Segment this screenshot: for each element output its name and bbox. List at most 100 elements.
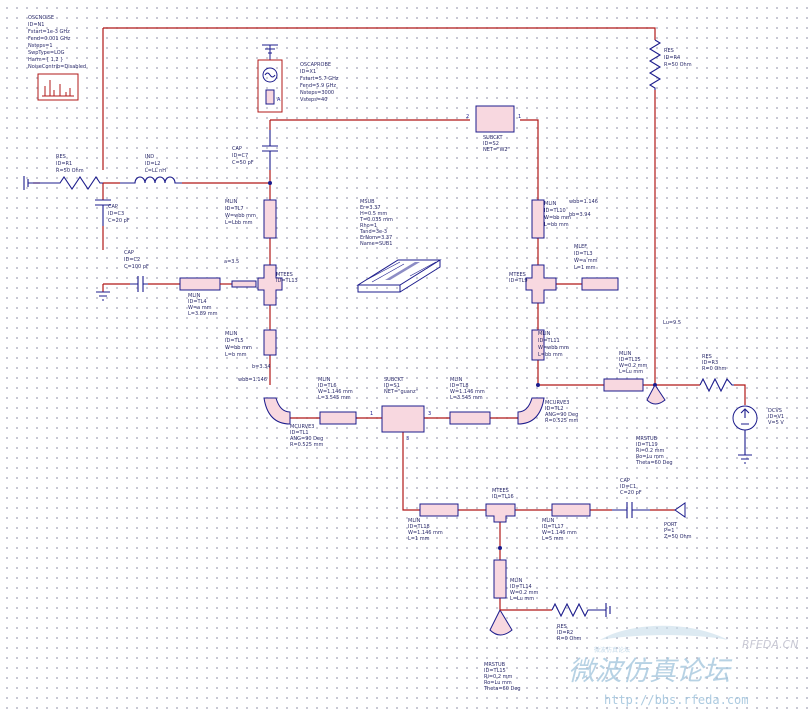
- mlin-tl7[interactable]: MLIN ID=TL7 W=wbb mm L=Lbb mm: [225, 199, 277, 239]
- oscaprobe-text-3: Fend=5.9 GHz: [300, 83, 336, 89]
- mlin-tl17-text-0: MLIN: [542, 518, 555, 524]
- mlin-tl6-text-0: MLIN: [318, 377, 331, 383]
- mlin-body: [319, 411, 357, 425]
- var-wbb-right: wbb=1.146: [569, 199, 598, 205]
- mlin-body: [263, 329, 277, 356]
- mlin-tl17[interactable]: MLIN ID=TL17 W=1.146 mm L=5 mm: [542, 503, 591, 542]
- mtees-tl13-text-1: ID=TL13: [276, 278, 298, 284]
- mlin-tl5[interactable]: MLIN ID=TL5 W=bb mm L=b mm b=3.34 wbb=1.…: [225, 329, 277, 383]
- res-r4[interactable]: RES ID=R4 R=50 Ohm: [648, 39, 692, 90]
- mlin-tl14-text-2: W=0.2 mm: [510, 590, 539, 596]
- mlin-tl4[interactable]: MLIN ID=TL4 W=a mm L=3.89 mm a=3.5: [179, 259, 257, 317]
- mlef-tl3-text-0: MLEF: [574, 244, 587, 250]
- res-r4-text-1: ID=R4: [664, 55, 680, 61]
- mtees-tl16[interactable]: MTEES ID=TL16: [485, 488, 516, 550]
- mlin-tl15-text-1: ID=TL15: [619, 357, 641, 363]
- res-r1-text-2: R=50 Ohm: [56, 168, 84, 174]
- cap-c2[interactable]: CAP ID=C2 C=100 pF: [96, 250, 149, 301]
- mtees-tl16-text-0: MTEES: [492, 488, 509, 494]
- pin-label: 3: [428, 411, 431, 417]
- port-icon: [674, 502, 686, 518]
- msub-text-1: Er=3.37: [360, 205, 381, 211]
- mcurve-tl1[interactable]: MCURVE3 ID=TL1 ANG=90 Deg R=0.525 mm: [263, 397, 323, 448]
- mlin-tl10-text-3: L=bb mm: [544, 222, 569, 228]
- junction-dot: [498, 546, 502, 550]
- res-r1[interactable]: RES ID=R1 R=50 Ohm: [23, 154, 103, 190]
- mlin-tl10[interactable]: MLIN ID=TL10 W=bb mm L=bb mm wbb=1.146 b…: [531, 199, 598, 239]
- curve-body: [517, 397, 545, 425]
- mlef-tl3-text-3: L=1 mm: [574, 265, 596, 271]
- mlin-tl8-text-3: L=3.545 mm: [450, 395, 483, 401]
- subckt-s1-text-0: SUBCKT: [384, 377, 405, 383]
- mcurve-tl2[interactable]: MCURVE3 ID=TL2 ANG=90 Deg R=0.525 mm: [517, 397, 578, 425]
- mrstub-tl15[interactable]: MRSTUB ID=TL15 Ri=0.2 mm Ro=Lu mm Theta=…: [483, 608, 521, 692]
- watermark-brand: RFEDA.CN: [742, 638, 799, 651]
- mlin-tl4-text-0: MLIN: [188, 293, 201, 299]
- mcurve-tl2-text-1: ID=TL2: [545, 406, 564, 412]
- mlin-tl18-text-2: W=1.146 mm: [408, 530, 443, 536]
- ind-l2[interactable]: IND ID=L2 L=LL nH: [120, 154, 182, 184]
- mrstub-tl15-text-3: Ro=Lu mm: [484, 680, 512, 686]
- res-r2-text-1: ID=R2: [557, 630, 573, 636]
- mlin-tl6[interactable]: MLIN ID=TL6 W=1.146 mm L=3.545 mm: [318, 377, 357, 425]
- mlin-tl14[interactable]: MLIN ID=TL14 W=0.2 mm L=Lu mm: [493, 559, 539, 602]
- oscnoise-text-0: OSCNOISE: [28, 15, 54, 21]
- probe-resistor: [265, 89, 275, 105]
- oscaprobe[interactable]: A OSCAPROBE ID=X1 Fstart=5.7 GHz Fend=5.…: [257, 44, 339, 113]
- cap-c7[interactable]: CAP ID=C7 C=50 pF: [232, 130, 278, 185]
- mlin-tl6-text-2: W=1.146 mm: [318, 389, 353, 395]
- res-r3[interactable]: RES ID=R3 R=0 Ohm: [699, 354, 734, 393]
- mlin-tl15-text-0: MLIN: [619, 351, 632, 357]
- mlin-tl11[interactable]: MLIN ID=TL11 W=wbb mm L=bb mm: [531, 329, 569, 387]
- cap-c1[interactable]: CAP ID=C1 C=20 pF: [612, 478, 650, 518]
- mrstub-tl19-text-1: ID=TL19: [636, 442, 658, 448]
- mlin-tl10-text-0: MLIN: [544, 201, 557, 207]
- res-r1-text-1: ID=R1: [56, 161, 72, 167]
- mtees-tl13[interactable]: 3 MTEES ID=TL13: [252, 264, 298, 306]
- port-p1[interactable]: PORT P=1 Z=50 Ohm: [664, 502, 692, 540]
- oscnoise-text-4: Nsteps=1: [28, 43, 53, 49]
- tee-body: [257, 264, 283, 306]
- mtees-tl9[interactable]: MTEES ID=TL9: [509, 264, 557, 304]
- resistor-zigzag: [699, 377, 734, 393]
- mtees-tl16-text-1: ID=TL16: [492, 494, 514, 500]
- mlin-tl5-text-3: L=b mm: [225, 352, 247, 358]
- cap-c3[interactable]: CAP ID=C3 C=20 pF: [95, 199, 130, 226]
- msub[interactable]: MSUB Er=3.37 H=0.5 mm T=0.035 mm Rho=1 T…: [356, 199, 442, 293]
- res-r3-text-1: ID=R3: [702, 360, 718, 366]
- mcurve-tl1-text-3: R=0.525 mm: [290, 442, 323, 448]
- res-r2-text-0: RES: [557, 624, 567, 630]
- oscnoise-text-6: Harm={ 1,2 }: [28, 57, 63, 63]
- res-r3-text-2: R=0 Ohm: [702, 366, 727, 372]
- mlin-body: [419, 503, 459, 517]
- mlin-tl17-text-1: ID=TL17: [542, 524, 564, 530]
- mlin-body: [531, 199, 545, 239]
- subckt-s1[interactable]: 1 3 3 SUBCKT ID=S1 NET="guanz": [370, 377, 431, 442]
- msub-text-7: Name=SUB1: [360, 241, 392, 247]
- mlin-tl14-text-3: L=Lu mm: [510, 596, 534, 602]
- subckt-box: [381, 405, 425, 433]
- var-b: b=3.34: [252, 364, 271, 370]
- resistor-zigzag: [40, 176, 103, 190]
- dcvs[interactable]: DCVS ID=V1 V=5 V: [732, 405, 784, 464]
- mlin-tl8[interactable]: MLIN ID=TL8 W=1.146 mm L=3.545 mm: [449, 377, 491, 425]
- subckt-s2[interactable]: 2 1 SUBCKT ID=S2 NET="W2": [466, 105, 521, 153]
- mcurve-tl1-text-0: MCURVE3: [290, 424, 314, 430]
- mlin-body: [603, 378, 644, 392]
- mlin-body: [551, 503, 591, 517]
- oscnoise-text-2: Fstart=1e-3 GHz: [28, 29, 70, 35]
- res-r2[interactable]: RES ID=R2 R=0 Ohm: [500, 602, 611, 642]
- mlef-tl3[interactable]: MLEF ID=TL3 W=a mm L=1 mm: [574, 244, 619, 291]
- mrstub-tl19[interactable]: MRSTUB ID=TL19 Ri=0.2 mm Ro=Lu mm Theta=…: [635, 436, 673, 466]
- mrstub-tl15-text-4: Theta=60 Deg: [483, 686, 521, 692]
- mlin-tl5-text-0: MLIN: [225, 331, 238, 337]
- mlin-tl15[interactable]: MLIN ID=TL15 W=0.2 mm L=Lu mm Lu=9.5: [603, 320, 681, 405]
- tee-body: [485, 503, 516, 523]
- dcvs-text-1: ID=V1: [768, 414, 784, 420]
- mlin-tl18[interactable]: MLIN ID=TL18 W=1.146 mm L=1 mm: [408, 503, 459, 542]
- oscnoise-block[interactable]: OSCNOISE ID=N1 Fstart=1e-3 GHz Fend=0.00…: [28, 15, 86, 101]
- mlin-tl11-text-2: W=wbb mm: [538, 345, 569, 351]
- msub-text-4: Rho=1: [360, 223, 377, 229]
- mtees-tl13-text-0: MTEES: [276, 272, 293, 278]
